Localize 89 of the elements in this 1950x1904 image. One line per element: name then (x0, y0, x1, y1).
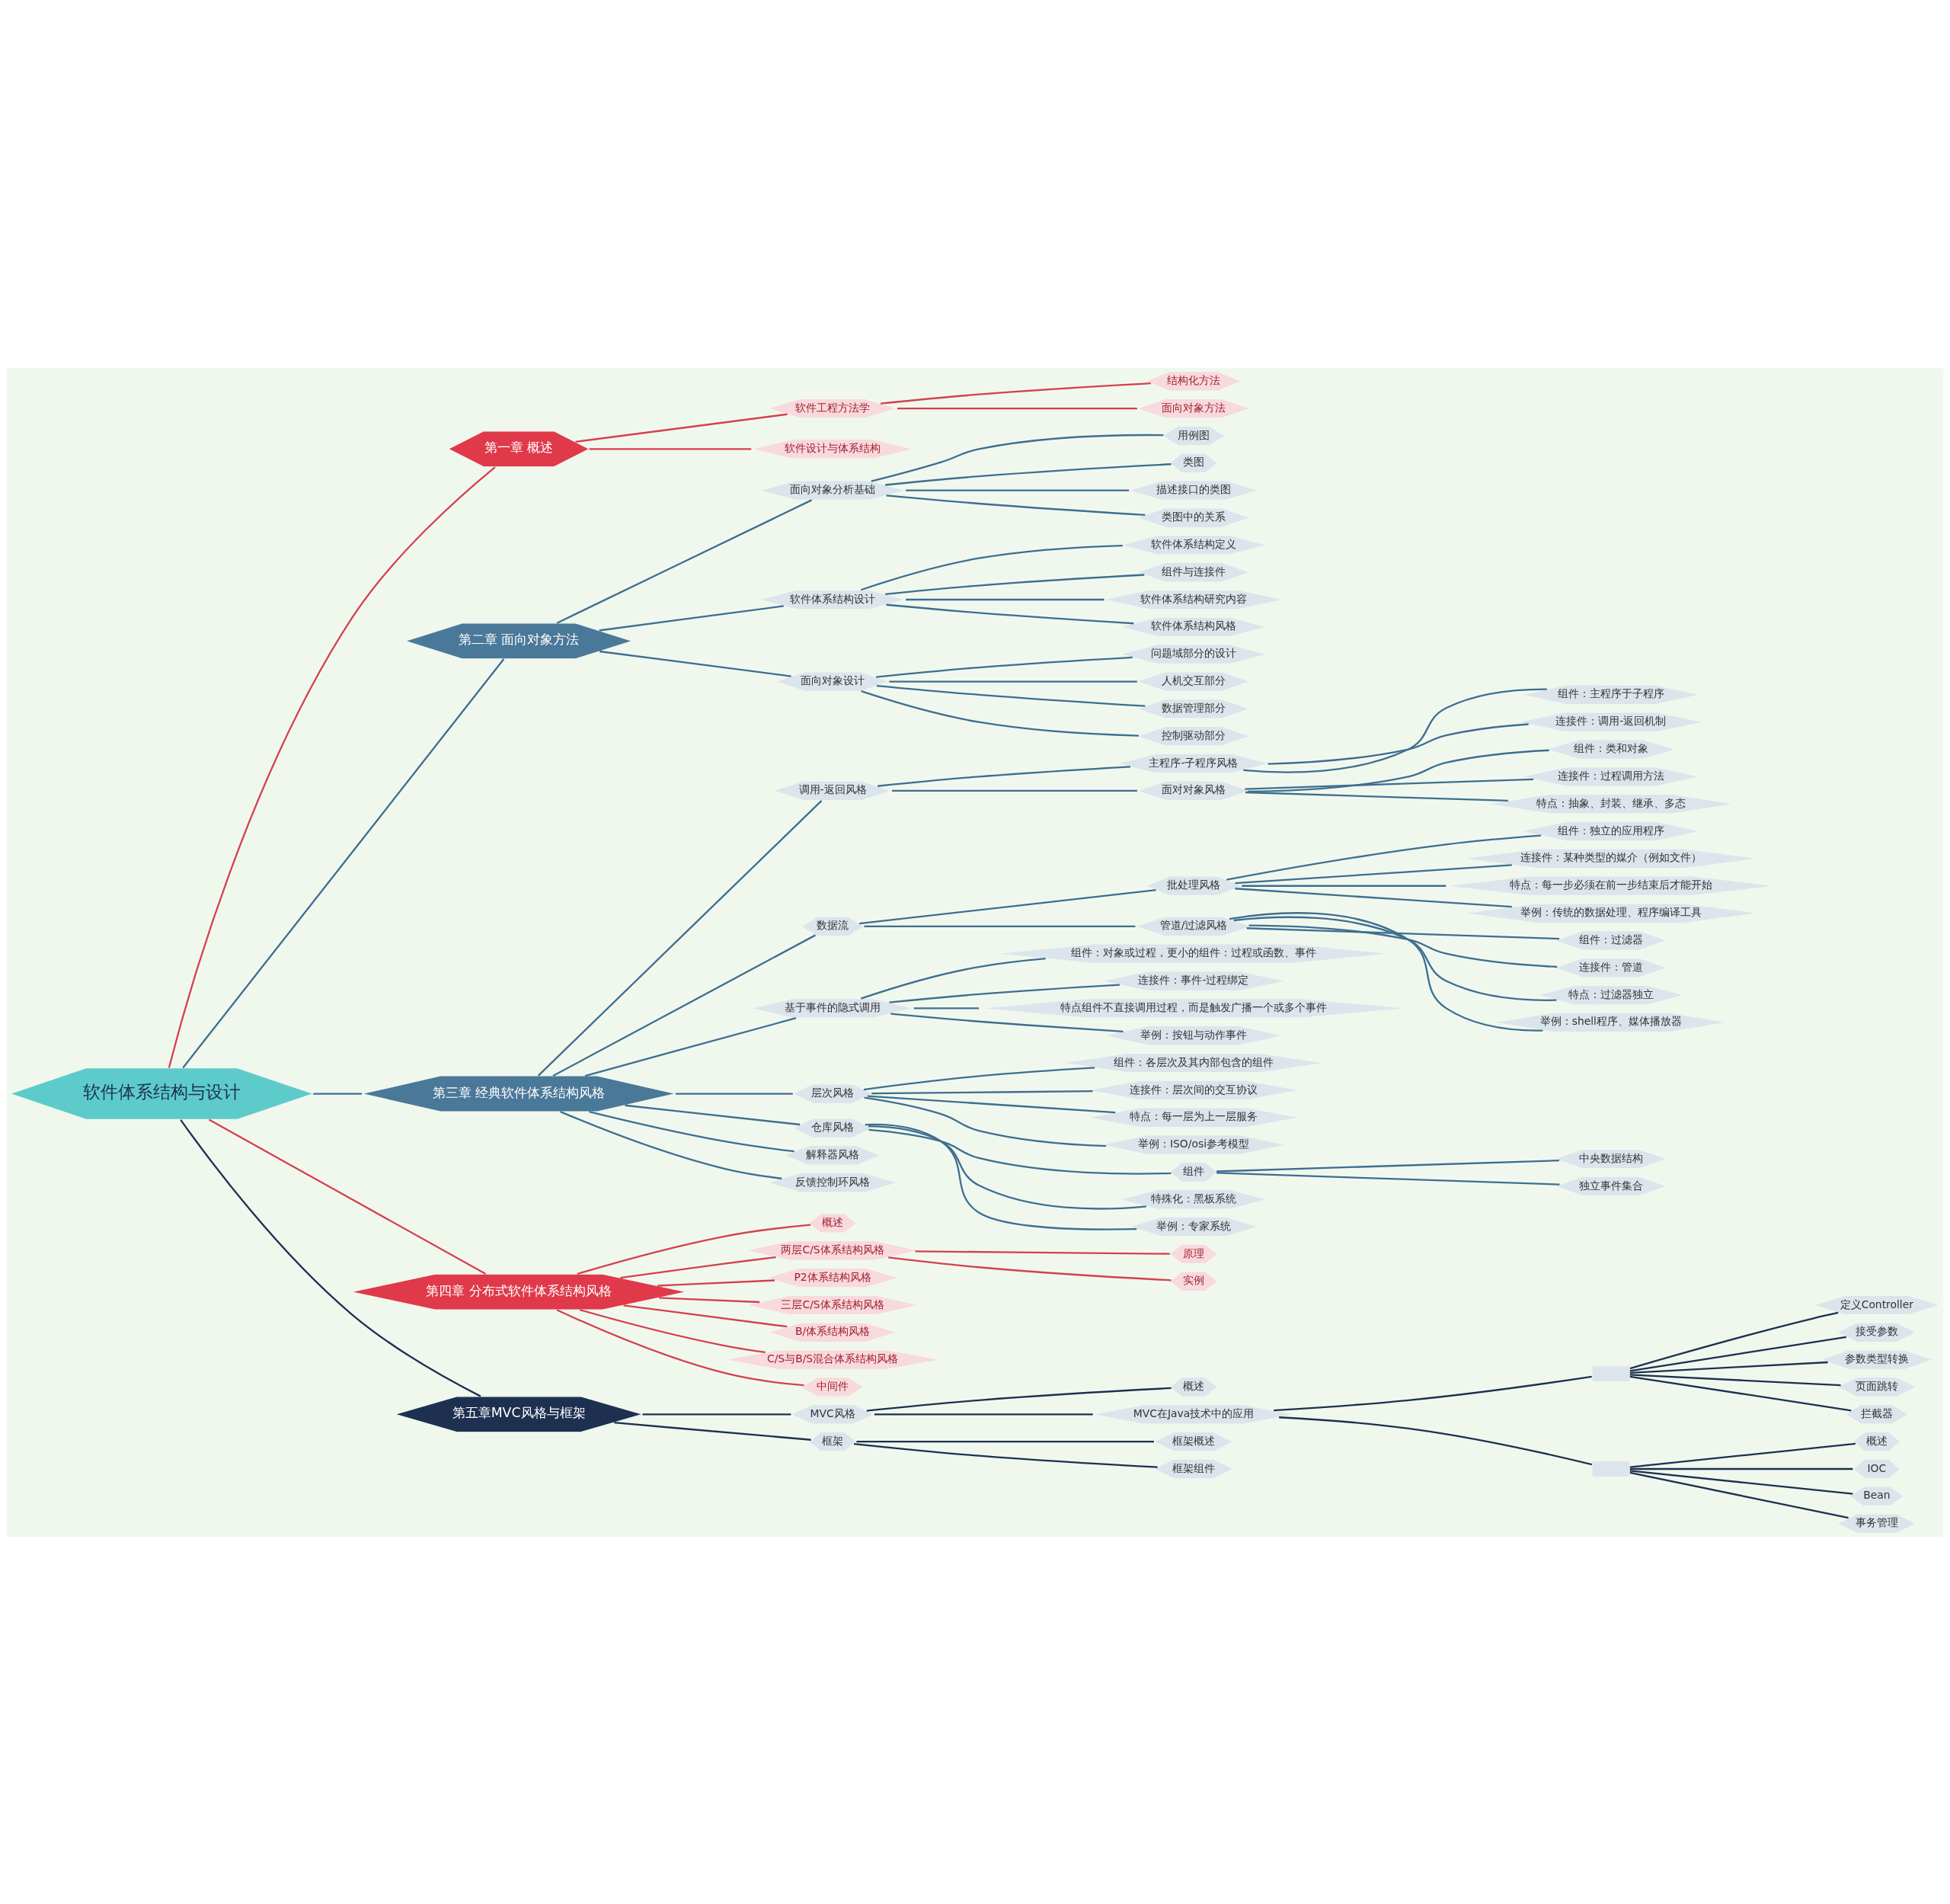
connector (871, 434, 1164, 482)
connector (1235, 887, 1512, 907)
connector (863, 1066, 1095, 1090)
connector (537, 799, 823, 1077)
connector (1629, 1442, 1856, 1468)
connector (1629, 1336, 1846, 1372)
connector (1226, 834, 1542, 881)
connector (575, 413, 788, 443)
connector (1229, 911, 1543, 1032)
connector (1629, 1311, 1839, 1369)
connector (589, 447, 752, 450)
connector (1243, 687, 1547, 773)
connector (886, 494, 1146, 516)
connector (880, 382, 1151, 405)
connector (1248, 923, 1558, 968)
connector (865, 1123, 1137, 1230)
node-box (1591, 1460, 1631, 1477)
connector (1629, 1467, 1853, 1470)
connector (864, 925, 1136, 927)
connector (866, 1387, 1172, 1412)
connector (1279, 1416, 1593, 1465)
connector (1245, 778, 1534, 790)
connector (623, 1304, 788, 1327)
connector (589, 1110, 794, 1152)
connector (1216, 1171, 1560, 1186)
connector (876, 684, 1146, 707)
connector (1246, 926, 1560, 939)
connector (614, 1421, 811, 1441)
connector (1235, 863, 1512, 884)
connector (556, 498, 813, 624)
connector (915, 1250, 1170, 1255)
connector (906, 598, 1104, 600)
connector (889, 984, 1120, 1003)
node-box (1591, 1365, 1631, 1382)
connector (642, 1413, 791, 1415)
connector (1268, 722, 1529, 765)
connector (861, 690, 1140, 737)
connector (913, 1006, 980, 1010)
connector (1274, 1375, 1592, 1411)
connector (885, 573, 1145, 595)
connector (885, 462, 1172, 486)
connector (625, 1104, 801, 1125)
connector (889, 680, 1137, 683)
connector (182, 658, 505, 1068)
connector (676, 1092, 793, 1095)
connector (860, 957, 1046, 1000)
connector (1629, 1373, 1841, 1386)
connector (897, 407, 1137, 409)
connector (180, 1118, 481, 1397)
connector (871, 1090, 1093, 1094)
connector (1629, 1471, 1849, 1518)
connector (208, 1118, 487, 1275)
connector (859, 888, 1156, 924)
connector (868, 1125, 1146, 1210)
connector (890, 1013, 1124, 1032)
connector (1629, 1361, 1828, 1374)
connector (853, 1442, 1158, 1468)
connector (577, 1224, 811, 1275)
connector (878, 765, 1131, 787)
connector (888, 1256, 1172, 1281)
connector (864, 1096, 1107, 1147)
connector (657, 1278, 775, 1287)
connector (867, 1094, 1116, 1113)
connector (886, 603, 1134, 624)
connector (599, 604, 784, 632)
connector (1248, 749, 1549, 792)
connector (599, 650, 791, 677)
connector (552, 933, 817, 1077)
connector (860, 544, 1123, 590)
connector (659, 1296, 760, 1303)
connector (579, 1308, 766, 1353)
connector (1629, 1469, 1853, 1495)
connector (1242, 885, 1447, 887)
connector (892, 789, 1137, 792)
connector (1216, 1159, 1559, 1173)
connector (620, 1256, 776, 1278)
connector (876, 656, 1133, 678)
connector (1245, 791, 1508, 802)
connector (584, 1016, 797, 1077)
connector (856, 1440, 1154, 1442)
connector (1629, 1375, 1852, 1411)
connector (868, 1128, 1172, 1175)
connector (168, 466, 496, 1068)
connector (560, 1110, 782, 1179)
connector (556, 1308, 804, 1386)
connector (874, 1413, 1093, 1415)
connector (906, 489, 1130, 491)
connector (313, 1092, 363, 1095)
connector (1233, 916, 1557, 1001)
